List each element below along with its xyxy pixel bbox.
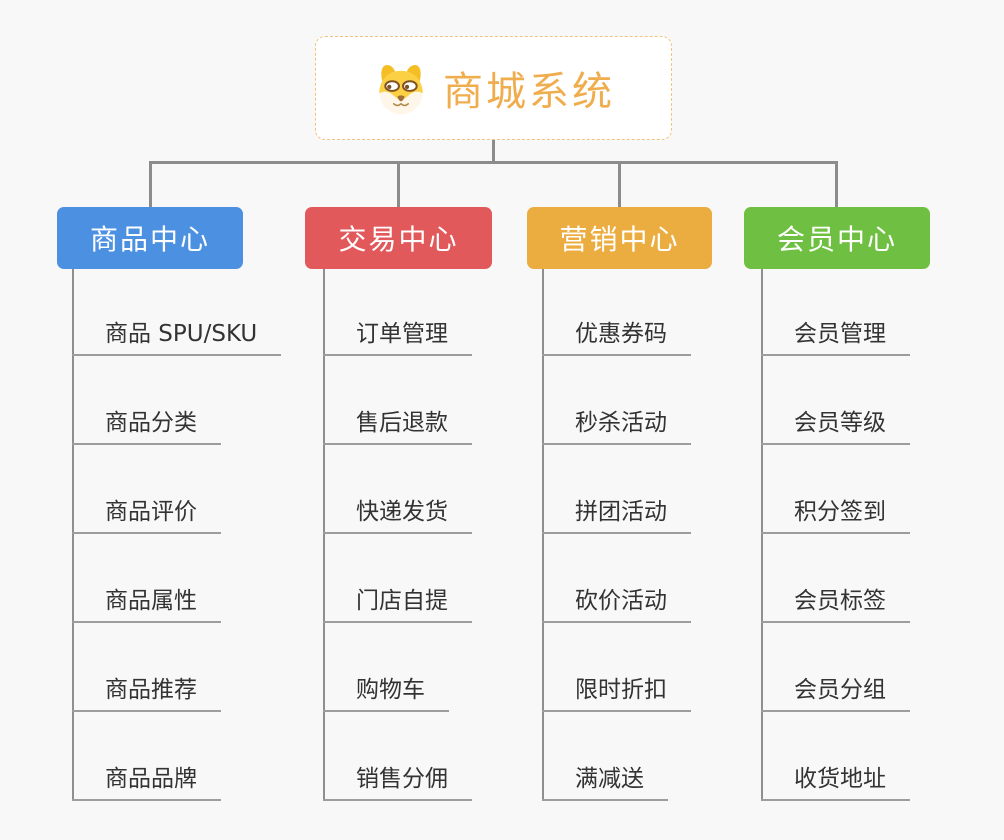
connector-horizontal-bus: [149, 161, 838, 164]
leaf-node[interactable]: 收货地址: [761, 755, 910, 801]
root-node[interactable]: 商城系统: [315, 36, 672, 140]
connector-drop-branch-4: [835, 161, 838, 207]
leaf-node[interactable]: 订单管理: [323, 310, 472, 356]
leaf-node[interactable]: 商品分类: [72, 399, 221, 445]
connector-drop-branch-2: [397, 161, 400, 207]
connector-root-stem: [492, 140, 495, 162]
leaf-node[interactable]: 拼团活动: [542, 488, 691, 534]
leaf-node[interactable]: 会员管理: [761, 310, 910, 356]
leaf-node[interactable]: 会员分组: [761, 666, 910, 712]
leaf-node[interactable]: 快递发货: [323, 488, 472, 534]
branch-node-product-center[interactable]: 商品中心: [57, 207, 243, 269]
leaf-node[interactable]: 销售分佣: [323, 755, 472, 801]
leaf-node[interactable]: 购物车: [323, 666, 449, 712]
leaf-node[interactable]: 售后退款: [323, 399, 472, 445]
leaf-node[interactable]: 优惠券码: [542, 310, 691, 356]
branch-node-marketing-center[interactable]: 营销中心: [527, 207, 712, 269]
leaf-node[interactable]: 会员标签: [761, 577, 910, 623]
leaf-node[interactable]: 会员等级: [761, 399, 910, 445]
dog-face-icon: [372, 61, 430, 116]
leaf-node[interactable]: 商品评价: [72, 488, 221, 534]
connector-drop-branch-3: [618, 161, 621, 207]
leaf-node[interactable]: 砍价活动: [542, 577, 691, 623]
leaf-node[interactable]: 商品推荐: [72, 666, 221, 712]
connector-trunk-branch-4: [761, 269, 763, 801]
leaf-node[interactable]: 商品品牌: [72, 755, 221, 801]
leaf-node[interactable]: 限时折扣: [542, 666, 691, 712]
connector-trunk-branch-2: [323, 269, 325, 801]
root-title: 商城系统: [443, 69, 615, 115]
leaf-node[interactable]: 积分签到: [761, 488, 910, 534]
leaf-node[interactable]: 秒杀活动: [542, 399, 691, 445]
connector-drop-branch-1: [149, 161, 152, 207]
leaf-node[interactable]: 商品属性: [72, 577, 221, 623]
branch-node-member-center[interactable]: 会员中心: [744, 207, 930, 269]
leaf-node[interactable]: 满减送: [542, 755, 668, 801]
connector-trunk-branch-1: [72, 269, 74, 801]
branch-node-trade-center[interactable]: 交易中心: [305, 207, 492, 269]
leaf-node[interactable]: 商品 SPU/SKU: [72, 310, 282, 356]
connector-trunk-branch-3: [542, 269, 544, 801]
leaf-node[interactable]: 门店自提: [323, 577, 472, 623]
